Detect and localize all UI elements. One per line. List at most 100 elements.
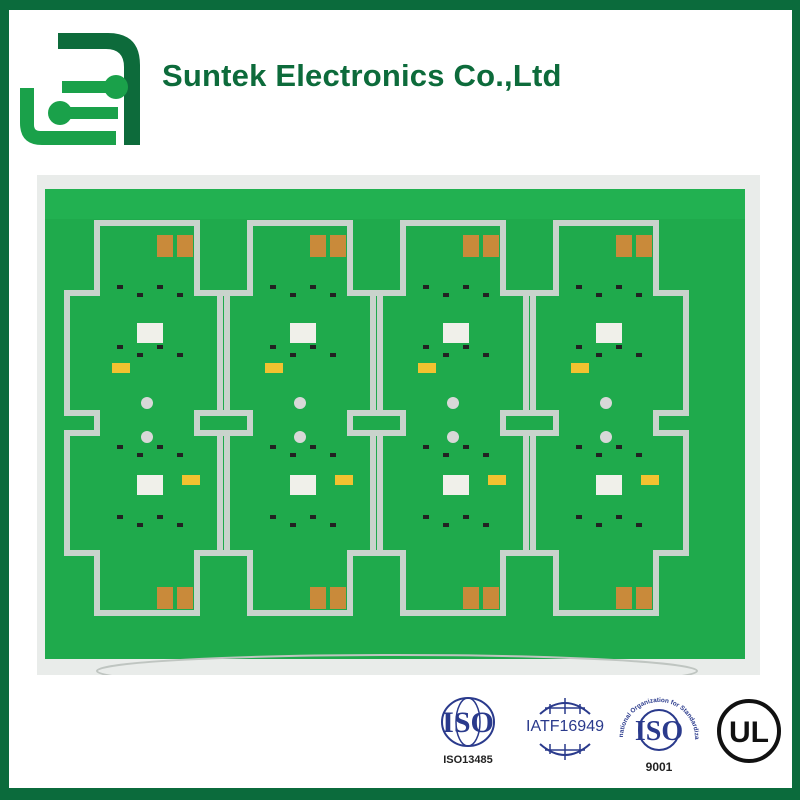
company-logo	[20, 33, 142, 150]
smd-component	[463, 345, 469, 349]
smd-component	[137, 293, 143, 297]
smd-component	[483, 523, 489, 527]
smd-component	[596, 453, 602, 457]
iso-13485-caption: ISO13485	[443, 754, 493, 766]
smd-component	[423, 445, 429, 449]
smd-component	[137, 523, 143, 527]
smd-component	[117, 515, 123, 519]
smd-component	[443, 353, 449, 357]
smd-component	[483, 453, 489, 457]
gold-pad	[177, 587, 193, 609]
ic-chip	[443, 475, 469, 495]
mounting-hole	[294, 431, 306, 443]
board-outline	[523, 220, 689, 616]
capacitor	[112, 363, 130, 373]
smd-component	[177, 453, 183, 457]
gold-pad	[636, 587, 652, 609]
smd-component	[443, 523, 449, 527]
capacitor	[182, 475, 200, 485]
ic-chip	[596, 323, 622, 343]
ic-chip	[290, 475, 316, 495]
smd-component	[636, 453, 642, 457]
gold-pad	[157, 235, 173, 257]
capacitor	[335, 475, 353, 485]
mounting-hole	[600, 397, 612, 409]
smd-component	[636, 293, 642, 297]
capacitor	[488, 475, 506, 485]
smd-component	[636, 353, 642, 357]
smd-component	[576, 515, 582, 519]
board-outline	[64, 220, 230, 616]
smd-component	[270, 445, 276, 449]
ul-logo: UL	[714, 696, 784, 771]
smd-component	[423, 345, 429, 349]
smd-component	[463, 445, 469, 449]
gold-pad	[463, 587, 479, 609]
board-outline	[370, 220, 536, 616]
svg-text:ISO: ISO	[442, 706, 494, 739]
smd-component	[576, 285, 582, 289]
smd-component	[616, 445, 622, 449]
gold-pad	[330, 235, 346, 257]
svg-text:ISO: ISO	[635, 716, 683, 747]
smd-component	[616, 285, 622, 289]
smd-component	[177, 293, 183, 297]
smd-component	[270, 285, 276, 289]
smd-component	[596, 293, 602, 297]
smd-component	[137, 453, 143, 457]
ic-chip	[290, 323, 316, 343]
smd-component	[290, 353, 296, 357]
smd-component	[137, 353, 143, 357]
iso-9001-logo: International Organization for Standardi…	[612, 685, 704, 774]
mounting-hole	[294, 397, 306, 409]
pcb-panel-photo	[37, 175, 760, 688]
smd-component	[290, 293, 296, 297]
gold-pad	[616, 235, 632, 257]
smd-component	[290, 453, 296, 457]
smd-component	[576, 445, 582, 449]
smd-component	[157, 445, 163, 449]
smd-component	[117, 345, 123, 349]
smd-component	[596, 523, 602, 527]
capacitor	[418, 363, 436, 373]
gold-pad	[483, 235, 499, 257]
gold-pad	[310, 587, 326, 609]
iatf-16949-logo: IATF16949	[515, 692, 615, 771]
gold-pad	[616, 587, 632, 609]
capacitor	[571, 363, 589, 373]
ic-chip	[137, 475, 163, 495]
smd-component	[270, 515, 276, 519]
gold-pad	[177, 235, 193, 257]
smd-component	[177, 523, 183, 527]
gold-pad	[483, 587, 499, 609]
smd-component	[616, 515, 622, 519]
smd-component	[270, 345, 276, 349]
smd-component	[330, 353, 336, 357]
company-name: Suntek Electronics Co.,Ltd	[162, 58, 562, 93]
board-outline	[217, 220, 383, 616]
smd-component	[423, 515, 429, 519]
smd-component	[330, 293, 336, 297]
smd-component	[157, 345, 163, 349]
iso-13485-logo: ISO ISO13485	[428, 690, 508, 767]
smd-component	[636, 523, 642, 527]
smd-component	[117, 445, 123, 449]
smd-component	[443, 293, 449, 297]
iatf-16949-caption: IATF16949	[526, 718, 604, 735]
smd-component	[290, 523, 296, 527]
certification-logos: ISO ISO13485 IATF16949 International Org…	[0, 685, 800, 790]
smd-component	[483, 353, 489, 357]
capacitor	[641, 475, 659, 485]
iso-9001-caption: 9001	[645, 760, 673, 774]
smd-component	[310, 445, 316, 449]
smd-component	[157, 515, 163, 519]
capacitor	[265, 363, 283, 373]
ic-chip	[596, 475, 622, 495]
smd-component	[596, 353, 602, 357]
smd-component	[310, 345, 316, 349]
gold-pad	[463, 235, 479, 257]
smd-component	[576, 345, 582, 349]
svg-text:UL: UL	[729, 716, 769, 749]
mounting-hole	[447, 431, 459, 443]
smd-component	[177, 353, 183, 357]
